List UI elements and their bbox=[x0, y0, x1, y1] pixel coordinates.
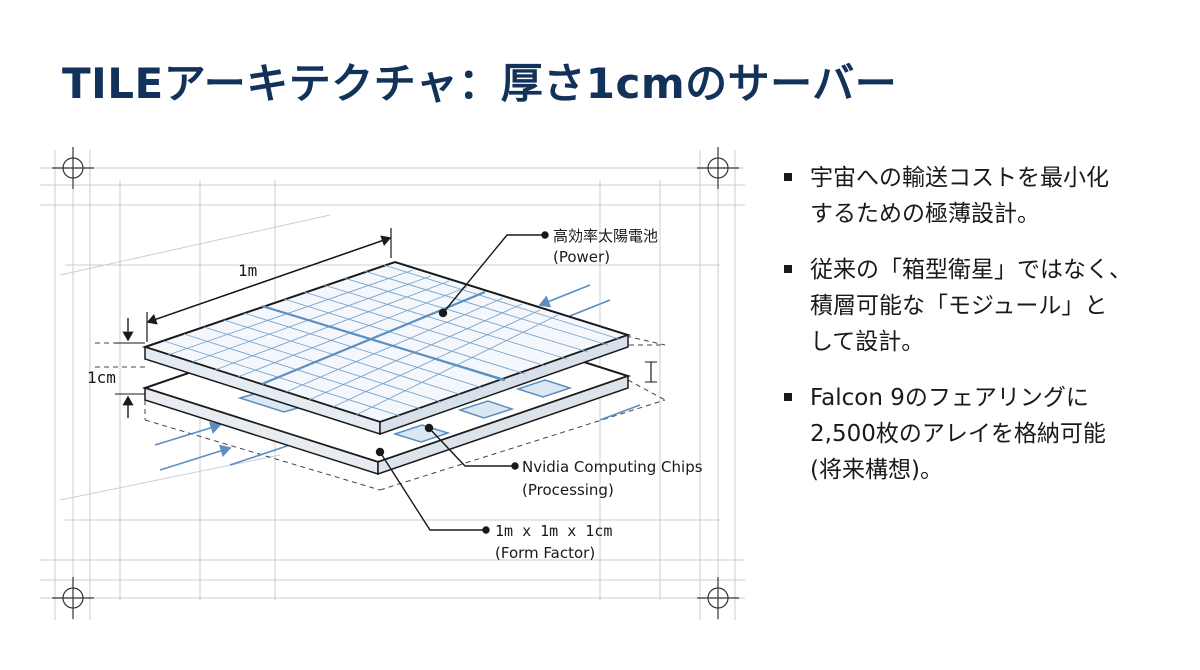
callout-form-title: 1m x 1m x 1cm bbox=[495, 522, 612, 540]
bullet-text-line: 従来の「箱型衛星」ではなく、 bbox=[810, 257, 1132, 283]
bullet-square-icon bbox=[784, 173, 792, 181]
callout-chips-title: Nvidia Computing Chips bbox=[522, 458, 703, 476]
bullet-text-line: 宇宙への輸送コストを最小化 bbox=[810, 165, 1109, 191]
page-title: TILEアーキテクチャ：厚さ1cmのサーバー bbox=[62, 59, 898, 108]
chip bbox=[457, 400, 515, 419]
chip bbox=[392, 424, 451, 443]
callout-solar-subtitle: (Power) bbox=[553, 248, 610, 266]
chip bbox=[515, 379, 573, 398]
bullet-square-icon bbox=[784, 265, 792, 273]
bullet-item: 宇宙への輸送コストを最小化 するための極薄設計。 bbox=[782, 160, 1162, 232]
bullet-text-line: するための極薄設計。 bbox=[810, 201, 1040, 227]
crosshair-marks bbox=[52, 147, 739, 619]
bullet-square-icon bbox=[784, 393, 792, 401]
bullet-text-line: 2,500枚のアレイを格納可能 bbox=[810, 421, 1106, 447]
bullet-item: Falcon 9のフェアリングに 2,500枚のアレイを格納可能 (将来構想)。 bbox=[782, 380, 1162, 488]
callout-chips-subtitle: (Processing) bbox=[522, 481, 614, 499]
bullet-text-line: (将来構想)。 bbox=[810, 457, 943, 483]
tile-architecture-diagram: 1m 1cm 高効率太陽電池 (Power) Nvidia Computing … bbox=[40, 147, 745, 620]
blueprint-grid bbox=[40, 150, 745, 620]
callout-form-subtitle: (Form Factor) bbox=[495, 544, 595, 562]
bullet-text-line: 積層可能な「モジュール」と bbox=[810, 293, 1108, 319]
solar-panel-layer bbox=[141, 260, 632, 436]
callout-solar-title: 高効率太陽電池 bbox=[553, 227, 658, 245]
bullet-text-line: して設計。 bbox=[810, 329, 925, 355]
bullet-item: 従来の「箱型衛星」ではなく、 積層可能な「モジュール」と して設計。 bbox=[782, 252, 1162, 360]
width-dimension: 1m bbox=[146, 228, 392, 342]
thickness-dimension: 1cm bbox=[87, 318, 657, 418]
thickness-dimension-label: 1cm bbox=[87, 368, 116, 387]
feature-bullet-list: 宇宙への輸送コストを最小化 するための極薄設計。 従来の「箱型衛星」ではなく、 … bbox=[782, 160, 1162, 508]
bullet-text-line: Falcon 9のフェアリングに bbox=[810, 385, 1089, 411]
callout-leaders bbox=[375, 231, 549, 534]
width-dimension-label: 1m bbox=[238, 261, 257, 280]
